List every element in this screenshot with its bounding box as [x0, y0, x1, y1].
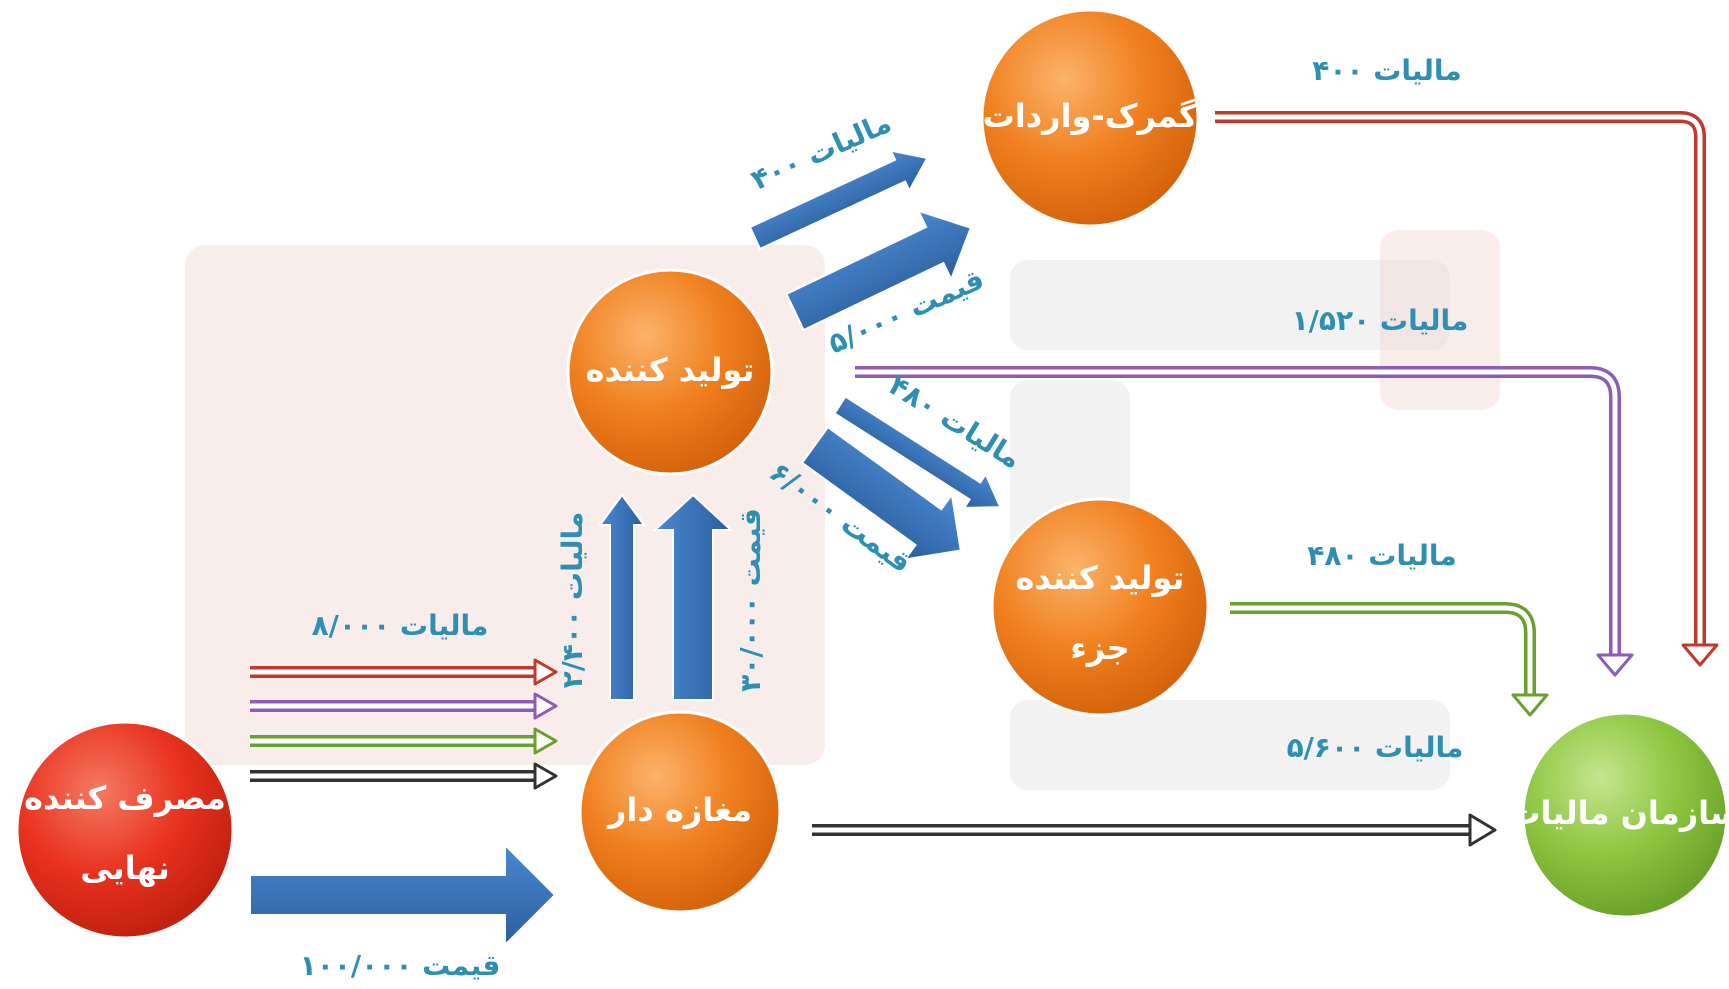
- node-tax-office-label: سازمان مالیات: [1508, 794, 1729, 832]
- node-shopkeeper-label: مغازه دار: [606, 791, 752, 829]
- node-part-producer-line1: تولید کننده: [1016, 559, 1185, 597]
- consumer-black-line: [250, 762, 558, 790]
- node-consumer-line1: مصرف کننده: [24, 779, 226, 817]
- part-to-tax-office-line: [1230, 602, 1549, 717]
- producer-to-part-price-arrow: [800, 425, 962, 561]
- node-part-producer-line2: جزء: [1070, 629, 1129, 667]
- producer-to-customs-tax-arrow: [748, 149, 929, 251]
- node-consumer: مصرف کننده نهایی: [15, 720, 235, 940]
- node-customs-label: گمرک-واردات: [983, 97, 1198, 135]
- customs-to-tax-office-line: [1215, 111, 1719, 667]
- producer-to-tax-office-line: [855, 366, 1634, 677]
- label-producer-tax-out: مالیات ۱/۵۲۰: [1292, 304, 1469, 337]
- label-producer-to-part-tax: مالیات ۴۸۰: [883, 368, 1027, 475]
- label-shop-to-producer-price: قیمت ۳۰/۰۰۰: [734, 508, 767, 692]
- label-shop-to-producer-tax: مالیات ۲/۴۰۰: [556, 512, 589, 689]
- node-part-producer: تولید کننده جزء: [990, 497, 1210, 717]
- tax-flow-lines: [250, 111, 1719, 847]
- shop-to-producer-price-arrow: [652, 493, 734, 701]
- label-part-tax-out: مالیات ۴۸۰: [1307, 539, 1456, 572]
- node-customs: گمرک-واردات: [980, 8, 1200, 228]
- label-consumer-price: قیمت ۱۰۰/۰۰۰: [300, 949, 501, 982]
- consumer-to-shop-arrow: [249, 842, 557, 948]
- label-consumer-tax: مالیات ۸/۰۰۰: [312, 609, 489, 642]
- shop-to-producer-tax-arrow: [598, 493, 646, 701]
- node-shopkeeper: مغازه دار: [578, 710, 782, 914]
- node-consumer-line2: نهایی: [80, 849, 170, 887]
- consumer-red-line: [250, 658, 558, 686]
- node-producer-label: تولید کننده: [586, 351, 755, 389]
- producer-to-part-tax-arrow: [833, 395, 1002, 509]
- price-flow-arrows: [249, 149, 1002, 948]
- label-customs-tax-out: مالیات ۴۰۰: [1312, 54, 1461, 87]
- consumer-purple-line: [250, 692, 558, 720]
- producer-to-customs-price-arrow: [785, 209, 973, 332]
- node-producer: تولید کننده: [566, 268, 774, 476]
- consumer-green-line: [250, 727, 558, 755]
- node-tax-office: سازمان مالیات: [1508, 711, 1729, 919]
- shop-to-tax-office-line: [812, 813, 1497, 847]
- label-shop-tax-out: مالیات ۵/۶۰۰: [1287, 731, 1464, 764]
